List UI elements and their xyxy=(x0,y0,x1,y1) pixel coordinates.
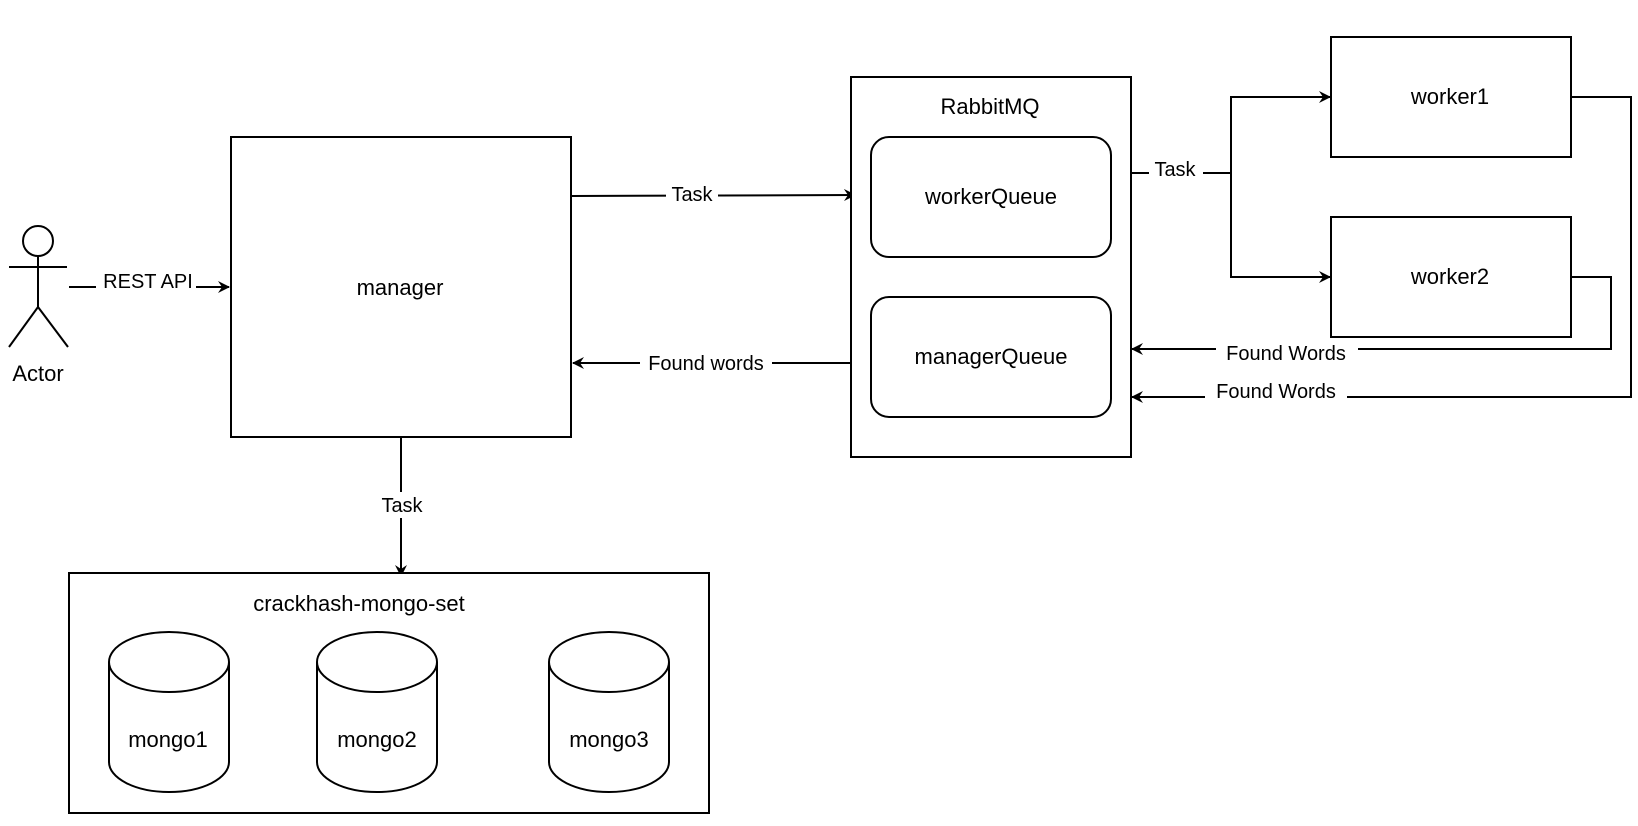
worker2-node: worker2 xyxy=(1330,216,1572,338)
actor-label: Actor xyxy=(12,361,63,386)
mongo2-label: mongo2 xyxy=(337,727,417,752)
mongo2-database: mongo2 xyxy=(316,631,438,793)
worker1-node: worker1 xyxy=(1330,36,1572,158)
manager-queue-node: managerQueue xyxy=(870,296,1112,418)
manager-node: manager xyxy=(230,136,572,438)
edge-rest-api: REST API xyxy=(69,268,230,294)
mongo-set-label: crackhash-mongo-set xyxy=(253,591,465,616)
edge-label-task-to-workers: Task xyxy=(1154,159,1196,181)
edge-worker-queue-to-workers: Task xyxy=(1131,91,1331,283)
manager-label: manager xyxy=(357,275,444,300)
mongo1-label: mongo1 xyxy=(128,727,208,752)
edge-worker2-to-manager-queue: Found Words xyxy=(1131,276,1612,365)
worker-queue-label: workerQueue xyxy=(924,184,1057,209)
edge-worker1-to-manager-queue: Found Words xyxy=(1131,96,1632,404)
edge-manager-queue-to-manager: Found words xyxy=(572,350,851,376)
edge-manager-to-mongo-set: Task xyxy=(376,437,428,577)
worker2-label: worker2 xyxy=(1410,264,1489,289)
edge-manager-to-worker-queue: Task xyxy=(571,181,856,207)
edge-label-task-to-mongo: Task xyxy=(381,495,423,517)
mongo3-label: mongo3 xyxy=(569,727,649,752)
worker1-label: worker1 xyxy=(1410,84,1489,109)
worker-queue-node: workerQueue xyxy=(870,136,1112,258)
edge-label-task-to-queue: Task xyxy=(671,184,713,206)
mongo3-database: mongo3 xyxy=(548,631,670,793)
edge-label-found-words: Found words xyxy=(648,353,764,375)
actor-figure: Actor xyxy=(8,225,69,386)
edge-label-found-words-worker1: Found Words xyxy=(1216,381,1336,403)
mongo1-database: mongo1 xyxy=(108,631,230,793)
edge-label-found-words-worker2: Found Words xyxy=(1226,343,1346,365)
edge-label-rest-api: REST API xyxy=(103,271,193,293)
manager-queue-label: managerQueue xyxy=(915,344,1068,369)
rabbitmq-label: RabbitMQ xyxy=(940,94,1039,119)
